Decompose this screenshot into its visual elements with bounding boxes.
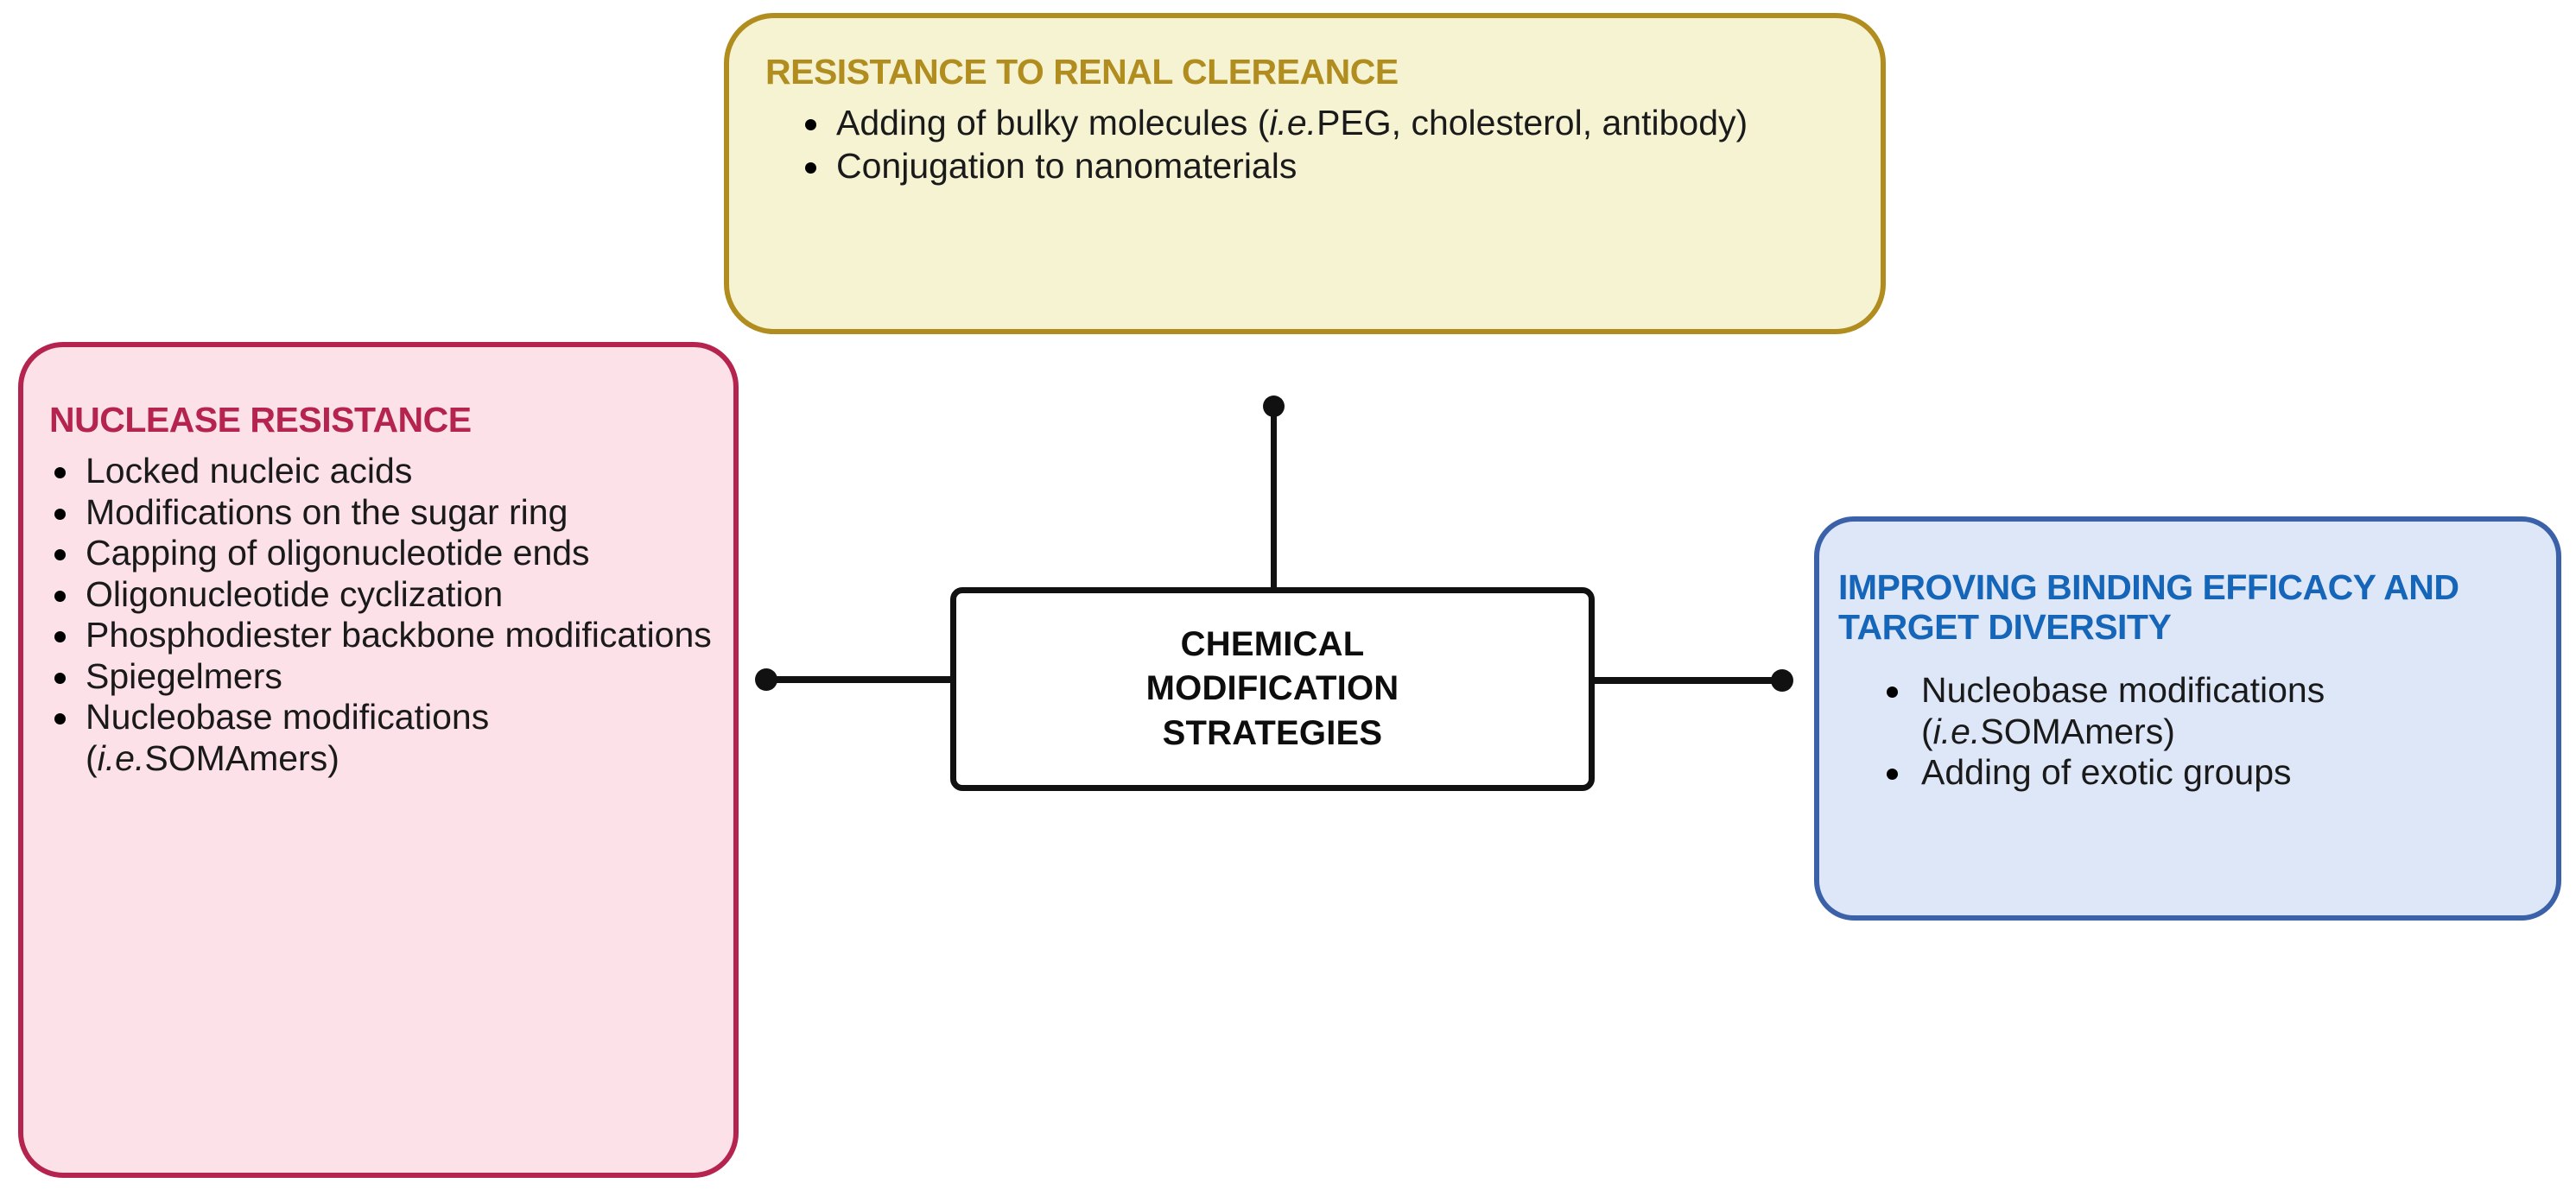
bullet-dot-icon — [1887, 769, 1898, 781]
center-node-chemical-modification-strategies[interactable]: CHEMICAL MODIFICATION STRATEGIES — [950, 587, 1595, 791]
bullet-text-prefix: Spiegelmers — [86, 655, 282, 696]
list-item: Adding of bulky molecules (i.e.PEG, chol… — [800, 103, 1880, 144]
branch-title-nuclease-resistance: NUCLEASE RESISTANCE — [49, 400, 472, 440]
bullet-dot-icon — [54, 590, 66, 602]
connector-right-endpoint-dot — [1771, 669, 1793, 692]
list-item: Capping of oligonucleotide ends — [48, 533, 721, 574]
bullet-text-suffix: SOMAmers) — [144, 737, 339, 778]
bullet-dot-icon — [805, 161, 816, 174]
list-item: Nucleobase modifications (i.e.SOMAmers) — [1871, 670, 2554, 752]
branch-box-nuclease-resistance[interactable]: NUCLEASE RESISTANCE Locked nucleic acids… — [18, 342, 739, 1178]
bullet-dot-icon — [54, 713, 66, 725]
center-node-label-line-3: STRATEGIES — [1162, 713, 1383, 752]
bullet-text-prefix: Adding of bulky molecules ( — [836, 103, 1270, 142]
bullet-dot-icon — [1887, 687, 1898, 698]
branch-bullet-list-renal-clearance: Adding of bulky molecules (i.e.PEG, chol… — [800, 103, 1880, 188]
connector-left-endpoint-dot — [755, 668, 777, 691]
list-item: Nucleobase modifications (i.e.SOMAmers) — [48, 697, 721, 779]
list-item: Spiegelmers — [48, 656, 721, 698]
bullet-text-prefix: Modifications on the sugar ring — [86, 491, 568, 532]
list-item: Phosphodiester backbone modifications — [48, 615, 721, 656]
bullet-text-prefix: Conjugation to nanomaterials — [836, 145, 1298, 186]
bullet-text-prefix: Oligonucleotide cyclization — [86, 573, 504, 614]
list-item: Conjugation to nanomaterials — [800, 146, 1880, 187]
bullet-dot-icon — [54, 549, 66, 561]
branch-title-renal-clearance: RESISTANCE TO RENAL CLEREANCE — [765, 52, 1399, 92]
bullet-dot-icon — [54, 672, 66, 684]
bullet-text-prefix: Phosphodiester backbone modifications — [86, 615, 712, 655]
connector-top-endpoint-dot — [1263, 396, 1285, 417]
bullet-text-prefix: Nucleobase modifications ( — [1921, 670, 2325, 751]
list-item: Oligonucleotide cyclization — [48, 574, 721, 616]
bullet-text-italic: i.e. — [97, 737, 145, 778]
bullet-dot-icon — [805, 119, 816, 130]
connector-top-line — [1271, 406, 1277, 592]
branch-box-binding-efficacy[interactable]: IMPROVING BINDING EFFICACY AND TARGET DI… — [1814, 516, 2561, 921]
bullet-dot-icon — [54, 631, 66, 643]
bullet-text-suffix: PEG, cholesterol, antibody) — [1317, 103, 1748, 142]
bullet-text-italic: i.e. — [1932, 711, 1981, 751]
branch-box-renal-clearance[interactable]: RESISTANCE TO RENAL CLEREANCE Adding of … — [724, 13, 1886, 334]
bullet-text-italic: i.e. — [1269, 103, 1317, 142]
bullet-dot-icon — [54, 467, 66, 478]
bullet-text-prefix: Nucleobase modifications ( — [86, 697, 490, 778]
list-item: Locked nucleic acids — [48, 451, 721, 492]
branch-bullet-list-nuclease-resistance: Locked nucleic acids Modifications on th… — [48, 451, 721, 779]
bullet-text-prefix: Capping of oligonucleotide ends — [86, 533, 590, 573]
connector-left-line — [767, 676, 954, 683]
center-node-label: CHEMICAL MODIFICATION STRATEGIES — [1146, 623, 1399, 756]
list-item: Adding of exotic groups — [1871, 752, 2554, 794]
bullet-text-prefix: Adding of exotic groups — [1921, 752, 2292, 793]
bullet-text-prefix: Locked nucleic acids — [86, 451, 413, 490]
bullet-text-suffix: SOMAmers) — [1980, 711, 2175, 751]
branch-bullet-list-binding-efficacy: Nucleobase modifications (i.e.SOMAmers) … — [1871, 670, 2554, 794]
connector-right-line — [1591, 677, 1785, 684]
center-node-label-line-1: CHEMICAL — [1180, 625, 1365, 664]
list-item: Modifications on the sugar ring — [48, 492, 721, 534]
branch-title-binding-efficacy: IMPROVING BINDING EFFICACY AND TARGET DI… — [1838, 567, 2459, 647]
center-node-label-line-2: MODIFICATION — [1145, 669, 1399, 708]
bullet-dot-icon — [54, 508, 66, 520]
